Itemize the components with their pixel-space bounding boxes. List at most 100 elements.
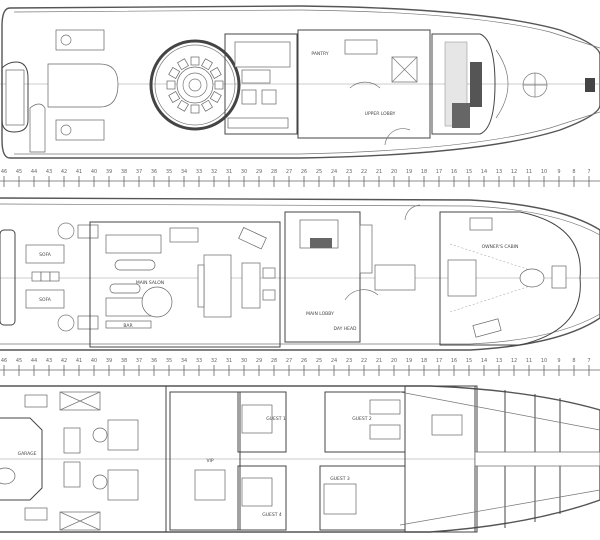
frame-number: 8: [572, 169, 575, 175]
day-head-label: DAY HEAD: [333, 326, 357, 332]
frame-number: 13: [496, 358, 502, 364]
pantry-label: PANTRY: [311, 51, 328, 57]
jetski: [29, 103, 46, 153]
frame-number: 32: [211, 169, 217, 175]
guest-3-label: GUEST 3: [330, 476, 350, 482]
frame-number: 31: [226, 169, 232, 175]
guest-2-label: GUEST 2: [352, 416, 372, 422]
owners-cabin-label: OWNER'S CABIN: [482, 244, 519, 250]
frame-number: 22: [361, 358, 367, 364]
dining-chair: [214, 80, 224, 90]
frame-number: 24: [331, 169, 337, 175]
frame-number: 41: [76, 358, 82, 364]
frame-number: 15: [466, 169, 472, 175]
frame-number: 34: [181, 358, 187, 364]
frame-number: 10: [541, 358, 547, 364]
frame-number: 21: [376, 169, 382, 175]
crew-corridor: [474, 451, 600, 467]
frame-number: 36: [151, 169, 157, 175]
frame-number: 9: [557, 358, 560, 364]
bow-fitting: [585, 78, 595, 92]
frame-number: 14: [481, 358, 487, 364]
frame-number: 8: [572, 358, 575, 364]
frame-number: 46: [1, 169, 7, 175]
frame-number: 38: [121, 169, 127, 175]
frame-number: 16: [451, 169, 457, 175]
frame-number: 19: [406, 169, 412, 175]
frame-number: 9: [557, 169, 560, 175]
frame-number: 7: [587, 169, 590, 175]
frame-number: 39: [106, 169, 112, 175]
garage: [0, 417, 43, 501]
frame-number: 20: [391, 169, 397, 175]
frame-number: 10: [541, 169, 547, 175]
frame-number: 7: [587, 358, 590, 364]
dining-chair: [201, 99, 213, 112]
frame-number: 39: [106, 358, 112, 364]
upper-lobby-label: UPPER LOBBY: [365, 111, 396, 117]
dining-chair: [201, 58, 213, 71]
wheelhouse: [431, 33, 509, 135]
frame-number: 23: [346, 358, 352, 364]
frame-number: 11: [526, 169, 532, 175]
frame-number: 19: [406, 358, 412, 364]
main-deck: SOFA SOFA BAR MAIN SALON MAIN LOBBY DAY …: [0, 197, 600, 351]
owners-bed: [447, 259, 477, 297]
frame-number: 17: [436, 169, 442, 175]
frame-number: 29: [256, 169, 262, 175]
frame-number: 18: [421, 358, 427, 364]
sofa-label: SOFA: [39, 297, 52, 303]
sofa-port: [25, 244, 65, 264]
frame-number: 17: [436, 358, 442, 364]
frame-number: 24: [331, 358, 337, 364]
dining-chair: [190, 56, 200, 66]
frame-number: 18: [421, 169, 427, 175]
dining-chair: [177, 99, 189, 112]
frame-number: 41: [76, 169, 82, 175]
frame-number: 30: [241, 358, 247, 364]
frame-number: 42: [61, 169, 67, 175]
frame-number: 40: [91, 169, 97, 175]
guest-4-label: GUEST 4: [262, 512, 282, 518]
frame-number: 35: [166, 169, 172, 175]
frame-number: 46: [1, 358, 7, 364]
frame-number: 33: [196, 358, 202, 364]
guest-1-label: GUEST 1: [266, 416, 286, 422]
dining-chair: [209, 67, 222, 79]
main-salon-label: MAIN SALON: [136, 280, 164, 286]
frame-number: 13: [496, 169, 502, 175]
frame-number: 44: [31, 358, 37, 364]
frame-number: 11: [526, 358, 532, 364]
frame-number: 33: [196, 169, 202, 175]
galley: MAIN LOBBY DAY HEAD: [284, 204, 421, 343]
frame-number: 12: [511, 358, 517, 364]
sofa-label: SOFA: [39, 252, 52, 258]
frame-number: 29: [256, 358, 262, 364]
frame-number: 45: [16, 169, 22, 175]
vip-label: VIP: [206, 458, 213, 464]
frame-number: 28: [271, 358, 277, 364]
frame-number: 27: [286, 169, 292, 175]
frame-number: 42: [61, 358, 67, 364]
frame-number: 26: [301, 169, 307, 175]
bar-label: BAR: [123, 323, 132, 329]
frame-number: 43: [46, 169, 52, 175]
frame-number: 35: [166, 358, 172, 364]
frame-number: 28: [271, 169, 277, 175]
owners-cabin: OWNER'S CABIN: [439, 211, 581, 346]
tender: [1, 61, 29, 133]
frame-number: 27: [286, 358, 292, 364]
bathtub: [519, 268, 545, 288]
frame-number: 34: [181, 169, 187, 175]
frame-number: 44: [31, 169, 37, 175]
frame-number: 23: [346, 169, 352, 175]
frame-number: 25: [316, 169, 322, 175]
frame-number: 30: [241, 169, 247, 175]
frame-number: 31: [226, 358, 232, 364]
frame-number: 37: [136, 358, 142, 364]
dining-chair: [177, 58, 189, 71]
frame-number: 15: [466, 358, 472, 364]
dining-chair: [209, 91, 222, 103]
